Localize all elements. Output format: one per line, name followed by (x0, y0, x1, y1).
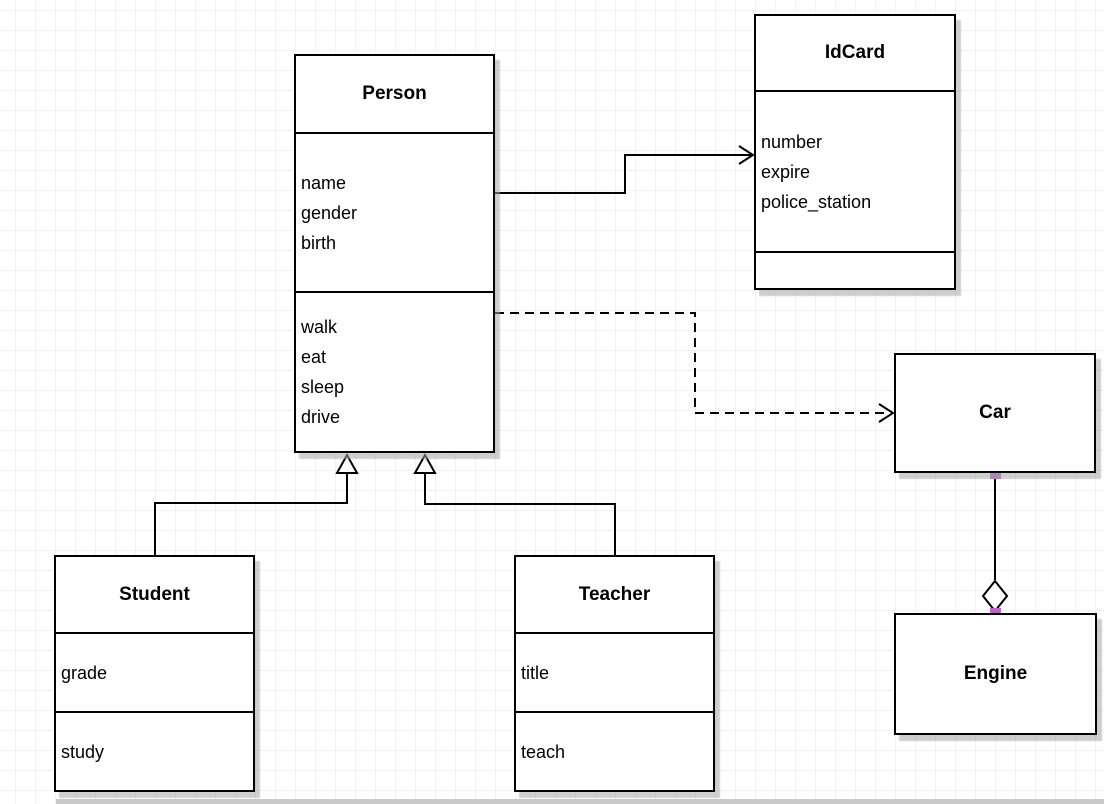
method: eat (301, 347, 327, 367)
open-arrow-icon (738, 145, 755, 165)
attribute: number (761, 131, 823, 152)
generalization-line[interactable] (424, 473, 616, 555)
dependency-person-car[interactable] (495, 312, 895, 423)
hollow-diamond-icon (981, 579, 1009, 613)
attribute: police_station (761, 191, 872, 212)
class-title: Student (56, 557, 253, 634)
class-title: Car (979, 402, 1011, 423)
methods-section: teach (516, 713, 713, 790)
attributes-section: name gender birth (296, 134, 493, 293)
attribute: gender (301, 202, 358, 223)
open-arrow-icon (878, 403, 895, 423)
class-title: Engine (963, 663, 1028, 684)
association-person-idcard[interactable] (495, 145, 755, 194)
attribute: birth (301, 232, 337, 253)
class-box-person[interactable]: Person name gender birth walk eat sleep … (294, 54, 495, 453)
class-title: IdCard (756, 16, 954, 92)
attribute: title (521, 662, 550, 683)
methods-section: walk eat sleep drive (296, 293, 493, 451)
attribute: name (301, 172, 347, 193)
hollow-triangle-icon (335, 452, 359, 474)
methods-section: study (56, 713, 253, 790)
dependency-dashed-line[interactable] (495, 312, 890, 414)
method: walk (301, 317, 338, 337)
generalization-student-person[interactable] (154, 452, 359, 555)
class-box-car[interactable]: Car (894, 353, 1096, 473)
aggregation-car-engine[interactable] (981, 468, 1009, 619)
class-box-student[interactable]: Student grade study (54, 555, 255, 792)
generalization-line[interactable] (154, 473, 348, 555)
attributes-section: number expire police_station (756, 92, 954, 253)
class-box-engine[interactable]: Engine (894, 613, 1097, 735)
attribute: grade (61, 662, 108, 683)
attribute: expire (761, 161, 811, 182)
association-line[interactable] (495, 154, 752, 194)
class-title: Person (296, 56, 493, 134)
canvas-bottom-edge (56, 799, 1104, 804)
hollow-triangle-icon (413, 452, 437, 474)
methods-section (756, 253, 954, 288)
method: drive (301, 407, 341, 427)
class-box-teacher[interactable]: Teacher title teach (514, 555, 715, 792)
connection-handle[interactable] (990, 468, 1001, 479)
attributes-section: grade (56, 634, 253, 713)
method: study (61, 741, 105, 762)
generalization-teacher-person[interactable] (413, 452, 616, 555)
method: sleep (301, 377, 345, 397)
class-box-idcard[interactable]: IdCard number expire police_station (754, 14, 956, 290)
attributes-section: title (516, 634, 713, 713)
class-title: Teacher (516, 557, 713, 634)
method: teach (521, 741, 566, 762)
